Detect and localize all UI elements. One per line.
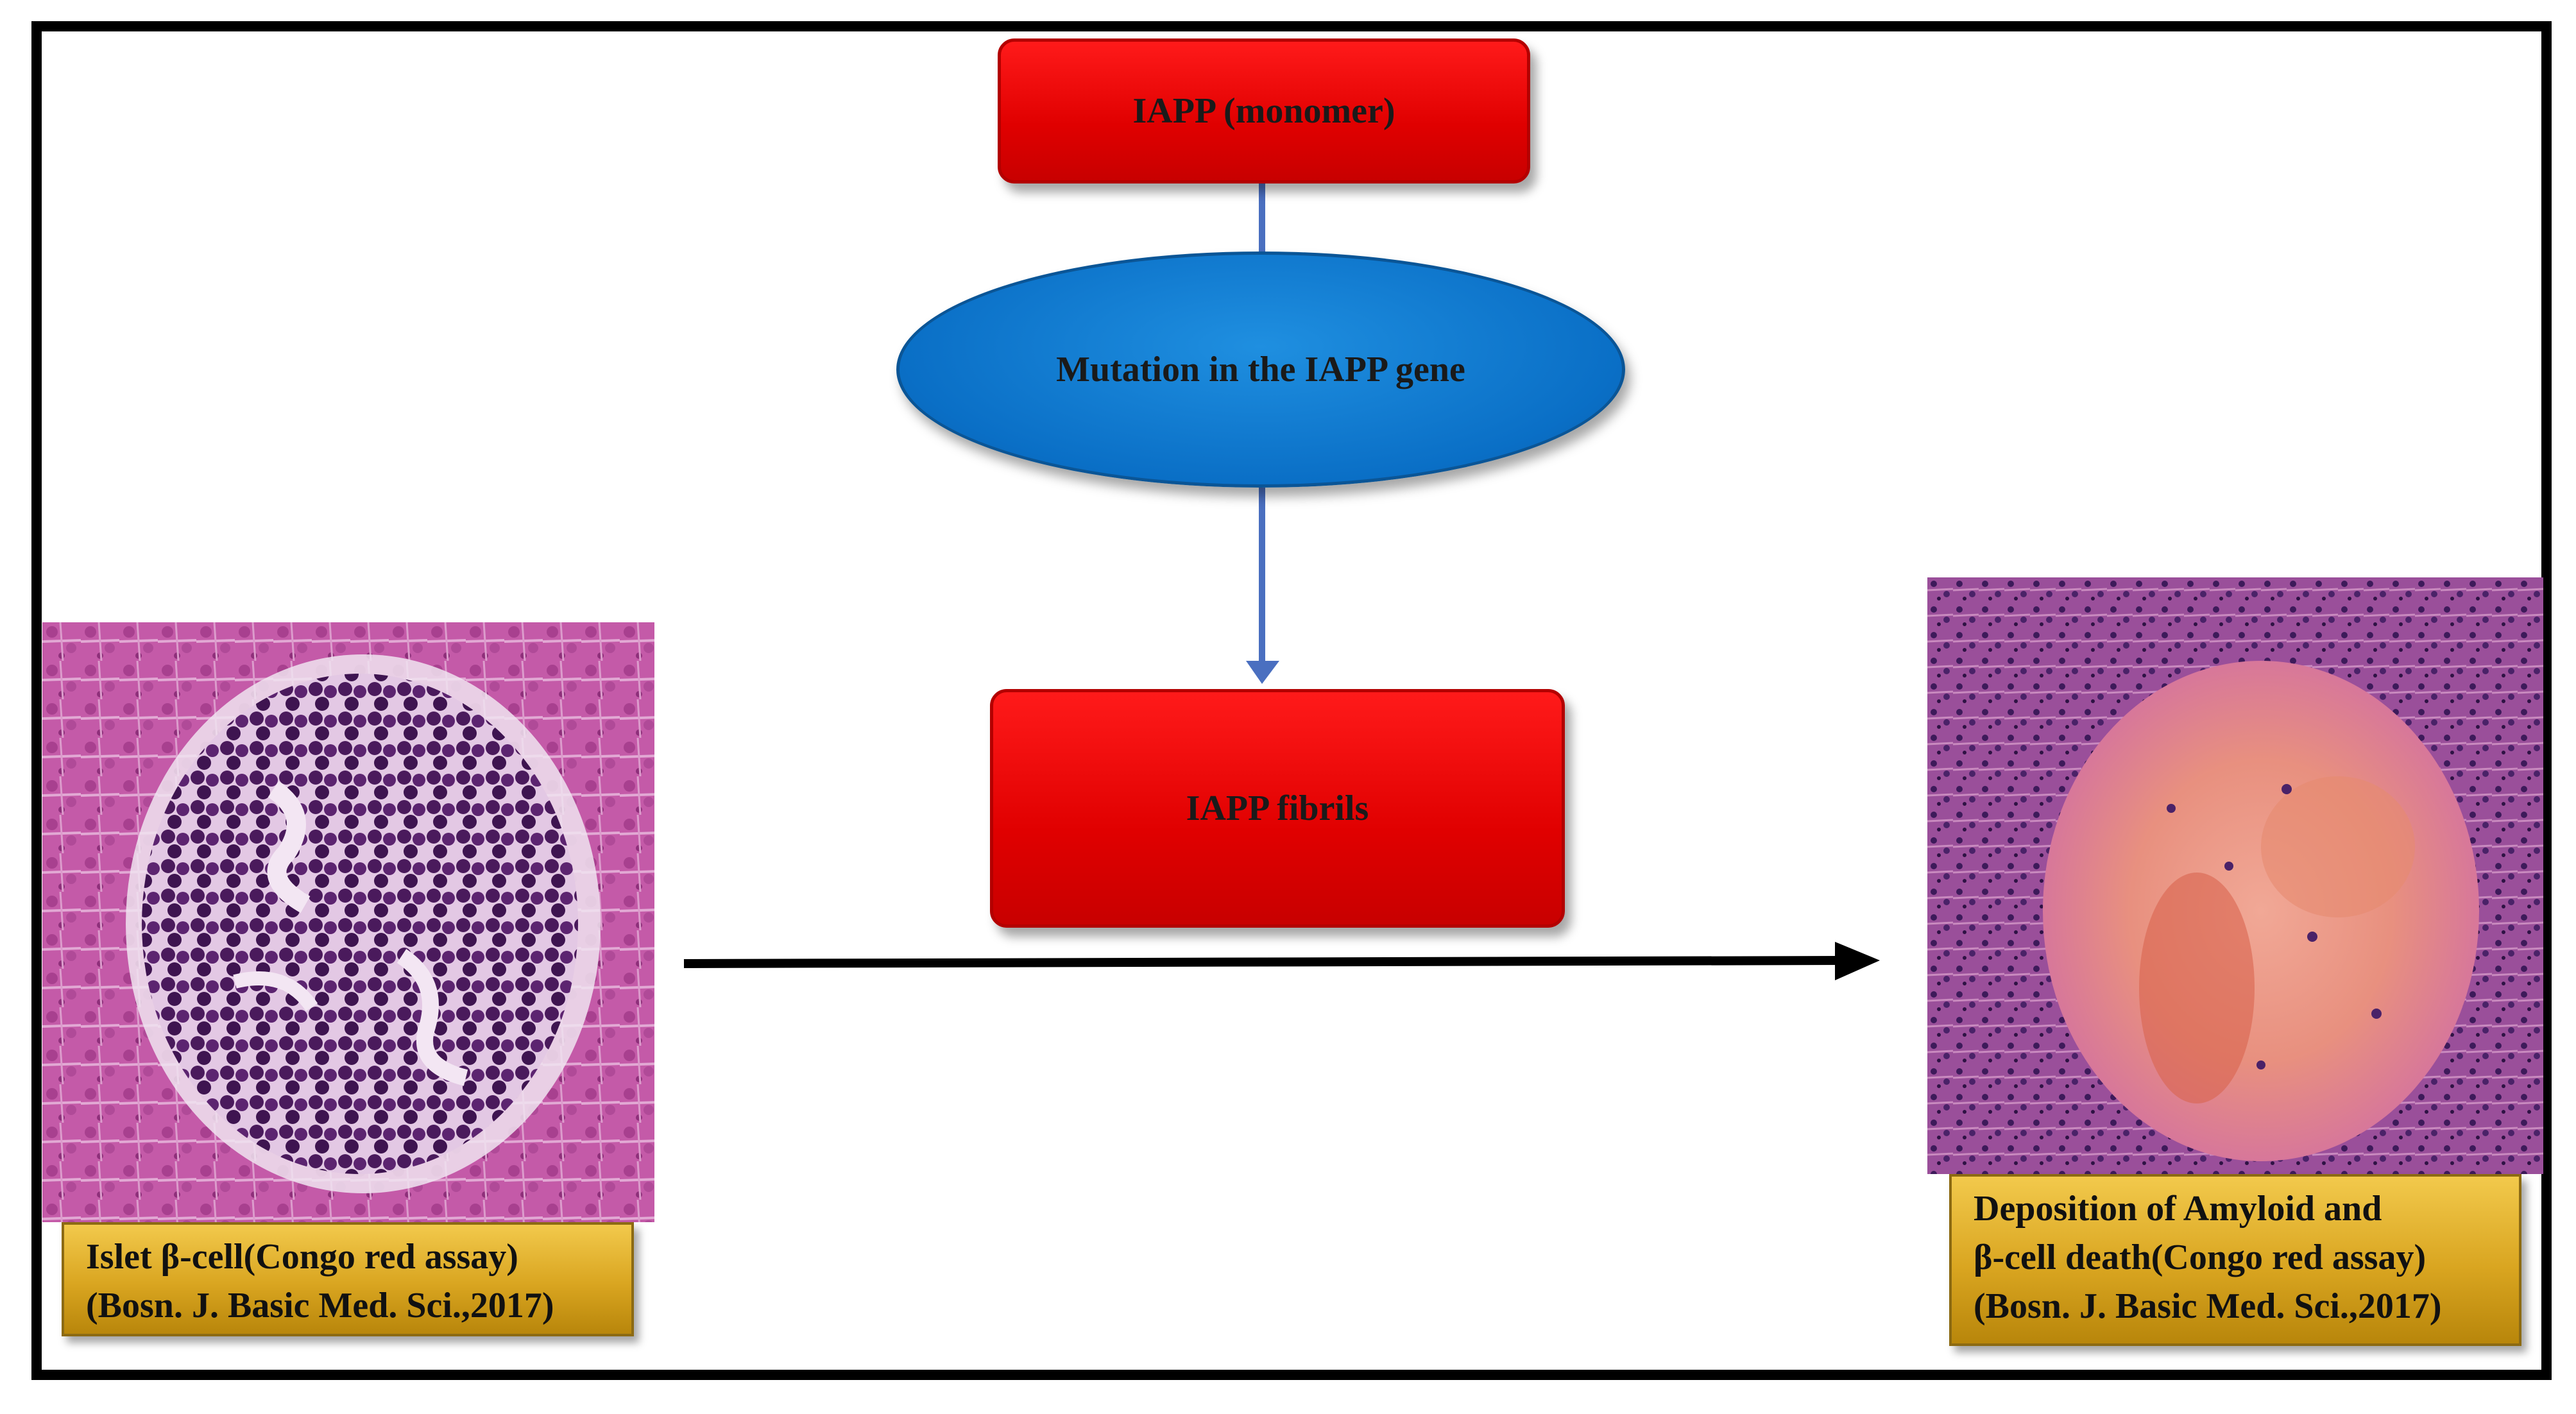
islet-micrograph-image xyxy=(42,622,654,1222)
amyloid-micrograph-image xyxy=(1927,577,2543,1174)
main-arrow-shaft xyxy=(683,956,1842,968)
right-caption-box: Deposition of Amyloid and β-cell death(C… xyxy=(1949,1174,2521,1346)
right-caption-line-2: β-cell death(Congo red assay) xyxy=(1974,1238,2427,1277)
connector-mutation-to-fibrils xyxy=(1259,488,1265,674)
left-caption-line-1: Islet β-cell(Congo red assay) xyxy=(86,1237,518,1277)
mutation-label: Mutation in the IAPP gene xyxy=(1056,350,1465,389)
amyloid-micrograph xyxy=(1927,577,2543,1174)
left-caption-line-2: (Bosn. J. Basic Med. Sci.,2017) xyxy=(86,1286,554,1325)
iapp-monomer-label: IAPP (monomer) xyxy=(1132,91,1395,131)
islet-micrograph xyxy=(42,622,654,1222)
iapp-fibrils-box: IAPP fibrils xyxy=(990,689,1565,928)
main-arrow-head xyxy=(1835,942,1880,980)
connector-monomer-to-mutation xyxy=(1259,183,1265,253)
right-caption-line-3: (Bosn. J. Basic Med. Sci.,2017) xyxy=(1974,1286,2442,1326)
left-caption-box: Islet β-cell(Congo red assay) (Bosn. J. … xyxy=(62,1222,634,1336)
arrowhead-to-fibrils xyxy=(1246,661,1279,684)
iapp-fibrils-label: IAPP fibrils xyxy=(1186,788,1369,828)
mutation-ellipse: Mutation in the IAPP gene xyxy=(896,251,1625,488)
right-caption-line-1: Deposition of Amyloid and xyxy=(1974,1189,2382,1229)
iapp-monomer-box: IAPP (monomer) xyxy=(998,38,1530,183)
